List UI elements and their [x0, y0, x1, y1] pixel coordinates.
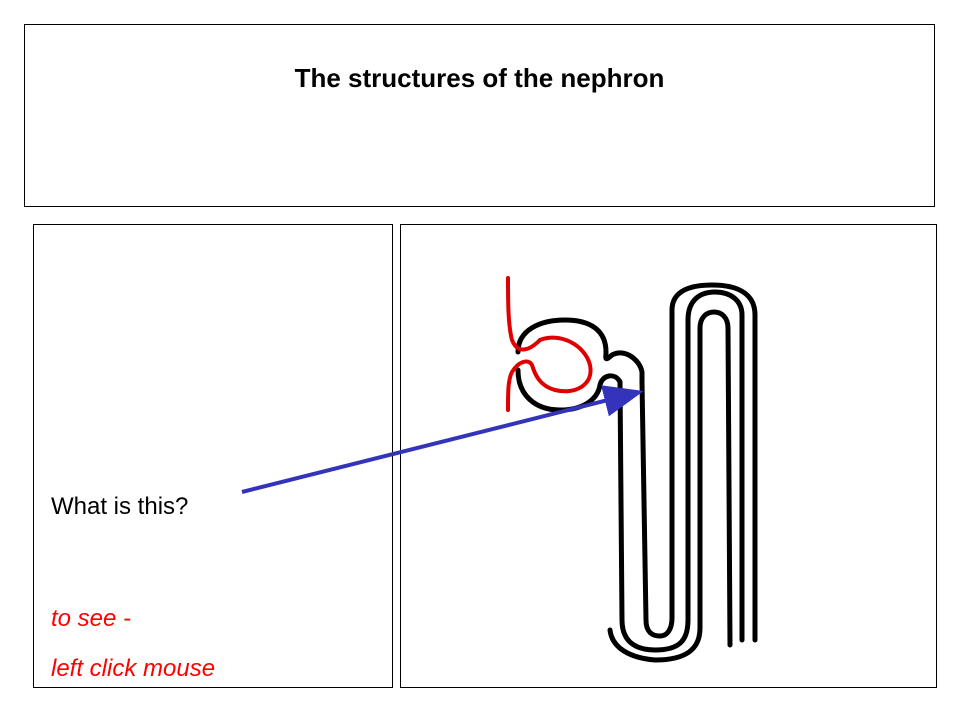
- bowmans-capsule-outer: [515, 317, 645, 385]
- pointer-arrow: [241, 385, 644, 494]
- title-box: The structures of the nephron: [24, 24, 935, 207]
- left-panel: What is this? to see - left click mouse: [33, 224, 393, 688]
- tubule-loop-left-outer: [607, 309, 733, 663]
- glomerulus-loop: [506, 335, 593, 412]
- hint-text-line-1: to see -: [51, 605, 132, 632]
- tubule-inner-left: [617, 289, 745, 653]
- afferent-arteriole: [506, 276, 542, 352]
- slide-title: The structures of the nephron: [294, 63, 665, 93]
- hint-text-line-2[interactable]: left click mouse: [51, 655, 216, 682]
- question-text: What is this?: [51, 493, 189, 520]
- tubule-inner-right: [639, 282, 758, 643]
- diagram-panel: [400, 224, 937, 688]
